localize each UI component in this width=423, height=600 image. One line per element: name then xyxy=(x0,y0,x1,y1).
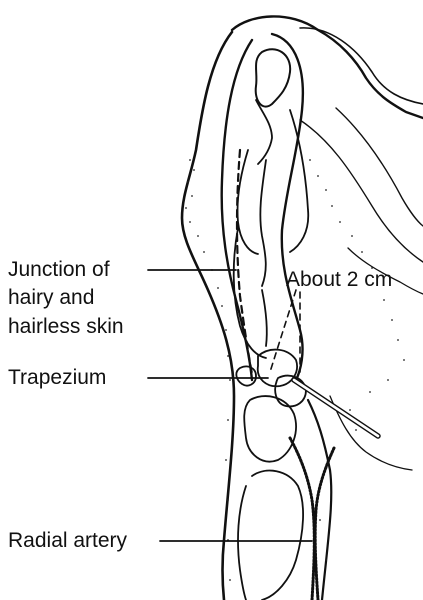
stipple-shading xyxy=(185,159,405,581)
label-trapezium: Trapezium xyxy=(8,366,106,389)
label-junction-line1: Junction of xyxy=(8,258,110,281)
label-junction-line3: hairless skin xyxy=(8,315,124,338)
radial-artery-vessel xyxy=(290,438,334,600)
label-junction-line2: hairy and xyxy=(8,286,94,309)
needle-probe xyxy=(294,380,378,436)
label-about-2cm: About 2 cm xyxy=(286,268,392,291)
label-radial-artery: Radial artery xyxy=(8,529,128,552)
thumb-outline xyxy=(182,32,331,600)
